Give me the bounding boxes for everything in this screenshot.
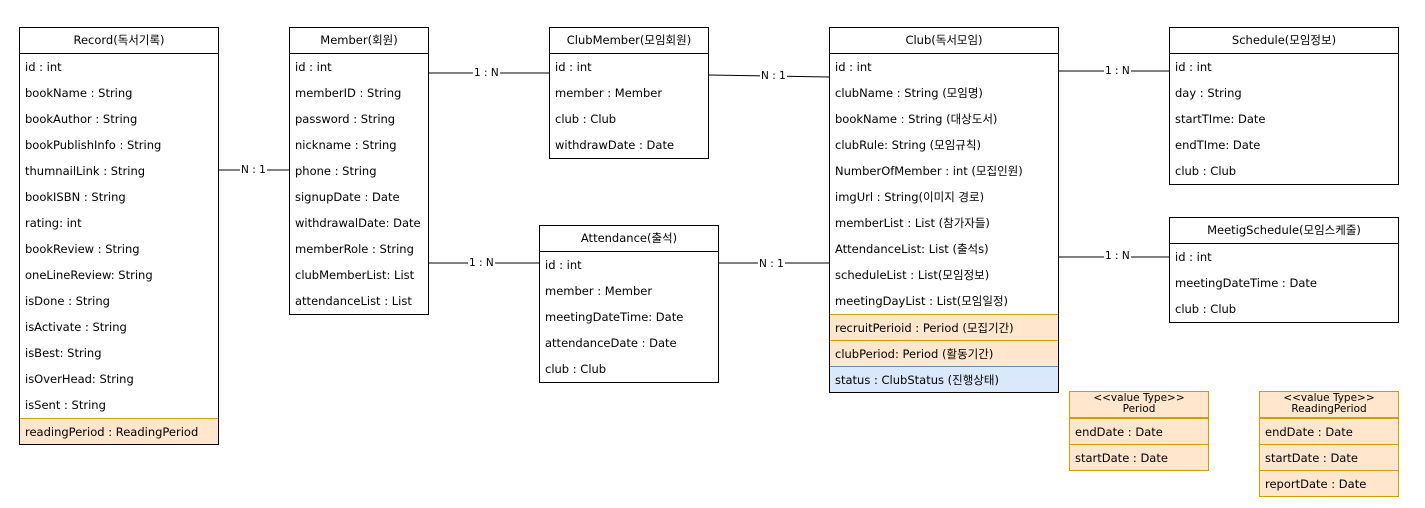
club-field: bookName : String (대상도서) — [835, 112, 998, 126]
schedule-field: id : int — [1175, 60, 1212, 74]
club-field: id : int — [835, 60, 872, 74]
member-field: withdrawalDate: Date — [295, 216, 421, 230]
member-field: signupDate : Date — [295, 190, 400, 204]
readingperiod-stereotype: <<value Type>> — [1283, 392, 1375, 404]
schedule-field: endTIme: Date — [1175, 138, 1261, 152]
period-stereotype: <<value Type>> — [1093, 392, 1185, 404]
readingperiod-name: ReadingPeriod — [1291, 403, 1367, 415]
member-entity[interactable]: Member(회원) id : int memberID : String pa… — [289, 27, 429, 315]
clubmember-field: club : Club — [555, 112, 617, 126]
club-field: meetingDayList : List(모임일정) — [835, 294, 1009, 308]
clubmember-field: member : Member — [555, 86, 663, 100]
clubmember-entity[interactable]: ClubMember(모임회원) id : int member : Membe… — [549, 27, 709, 159]
readingperiod-title: <<value Type>> ReadingPeriod — [1260, 392, 1398, 418]
record-field: bookPublishInfo : String — [25, 138, 162, 152]
period-name: Period — [1122, 403, 1156, 415]
attendance-entity[interactable]: Attendance(출석) id : int member : Member … — [539, 225, 719, 383]
period-field: endDate : Date — [1070, 418, 1208, 444]
member-field: clubMemberList: List — [295, 268, 415, 282]
record-entity[interactable]: Record(독서기록) id : int bookName : String … — [19, 27, 219, 445]
meetingschedule-field: meetingDateTime : Date — [1175, 276, 1317, 290]
club-entity[interactable]: Club(독서모임) id : int clubName : String (모… — [829, 27, 1059, 393]
record-field: bookReview : String — [25, 242, 140, 256]
attendance-title: Attendance(출석) — [540, 226, 718, 252]
club-title: Club(독서모임) — [830, 28, 1058, 54]
relation-label-record-member: N : 1 — [240, 164, 267, 176]
record-field: bookISBN : String — [25, 190, 126, 204]
relation-label-clubmember-club: N : 1 — [760, 70, 787, 82]
record-field: isSent : String — [25, 398, 106, 412]
attendance-field: id : int — [545, 258, 582, 272]
readingperiod-field: reportDate : Date — [1260, 470, 1398, 496]
schedule-title: Schedule(모임정보) — [1170, 28, 1398, 54]
member-field: attendanceList : List — [295, 294, 412, 308]
record-field: isOverHead: String — [25, 372, 134, 386]
record-field: bookName : String — [25, 86, 133, 100]
member-field: memberRole : String — [295, 242, 414, 256]
club-club-period-field: clubPeriod: Period (활동기간) — [830, 340, 1058, 366]
club-field: scheduleList : List(모임정보) — [835, 268, 990, 282]
attendance-field: attendanceDate : Date — [545, 336, 677, 350]
club-field: imgUrl : String(이미지 경로) — [835, 190, 985, 204]
attendance-field: meetingDateTime: Date — [545, 310, 684, 324]
meetingschedule-field: id : int — [1175, 250, 1212, 264]
meetingschedule-entity[interactable]: MeetigSchedule(모임스케줄) id : int meetingDa… — [1169, 217, 1399, 323]
club-field: AttendanceList: List (출석s) — [835, 242, 989, 256]
clubmember-field: withdrawDate : Date — [555, 138, 675, 152]
attendance-field: member : Member — [545, 284, 653, 298]
record-reading-period-field: readingPeriod : ReadingPeriod — [20, 418, 218, 444]
club-recruit-period-field: recruitPerioid : Period (모집기간) — [830, 314, 1058, 340]
period-valuetype-entity[interactable]: <<value Type>> Period endDate : Date sta… — [1069, 391, 1209, 471]
record-field: id : int — [25, 60, 62, 74]
record-field: isBest: String — [25, 346, 102, 360]
attendance-field: club : Club — [545, 362, 607, 376]
member-field: id : int — [295, 60, 332, 74]
clubmember-field: id : int — [555, 60, 592, 74]
meetingschedule-title: MeetigSchedule(모임스케줄) — [1170, 218, 1398, 244]
club-field: clubRule: String (모임규칙) — [835, 138, 981, 152]
club-status-field: status : ClubStatus (진행상태) — [830, 366, 1058, 392]
record-field: oneLineReview: String — [25, 268, 153, 282]
relation-label-attendance-club: N : 1 — [758, 258, 785, 270]
schedule-entity[interactable]: Schedule(모임정보) id : int day : String sta… — [1169, 27, 1399, 185]
clubmember-title: ClubMember(모임회원) — [550, 28, 708, 54]
schedule-field: day : String — [1175, 86, 1242, 100]
record-field: rating: int — [25, 216, 82, 230]
period-title: <<value Type>> Period — [1070, 392, 1208, 418]
readingperiod-valuetype-entity[interactable]: <<value Type>> ReadingPeriod endDate : D… — [1259, 391, 1399, 497]
member-field: memberID : String — [295, 86, 402, 100]
member-field: phone : String — [295, 164, 377, 178]
record-field: thumnailLink : String — [25, 164, 146, 178]
relation-label-member-attendance: 1 : N — [468, 257, 495, 269]
readingperiod-field: endDate : Date — [1260, 418, 1398, 444]
club-field: NumberOfMember : int (모집인원) — [835, 164, 1023, 178]
relation-label-club-meetingschedule: 1 : N — [1104, 250, 1131, 262]
member-title: Member(회원) — [290, 28, 428, 54]
record-field: isDone : String — [25, 294, 110, 308]
relation-label-club-schedule: 1 : N — [1104, 65, 1131, 77]
schedule-field: club : Club — [1175, 164, 1237, 178]
club-field: memberList : List (참가자들) — [835, 216, 990, 230]
readingperiod-field: startDate : Date — [1260, 444, 1398, 470]
member-field: password : String — [295, 112, 396, 126]
record-title: Record(독서기록) — [20, 28, 218, 54]
record-field: bookAuthor : String — [25, 112, 138, 126]
schedule-field: startTIme: Date — [1175, 112, 1266, 126]
relation-label-member-clubmember: 1 : N — [473, 67, 500, 79]
club-field: clubName : String (모임명) — [835, 86, 983, 100]
period-field: startDate : Date — [1070, 444, 1208, 470]
meetingschedule-field: club : Club — [1175, 302, 1237, 316]
member-field: nickname : String — [295, 138, 397, 152]
record-field: isActivate : String — [25, 320, 127, 334]
